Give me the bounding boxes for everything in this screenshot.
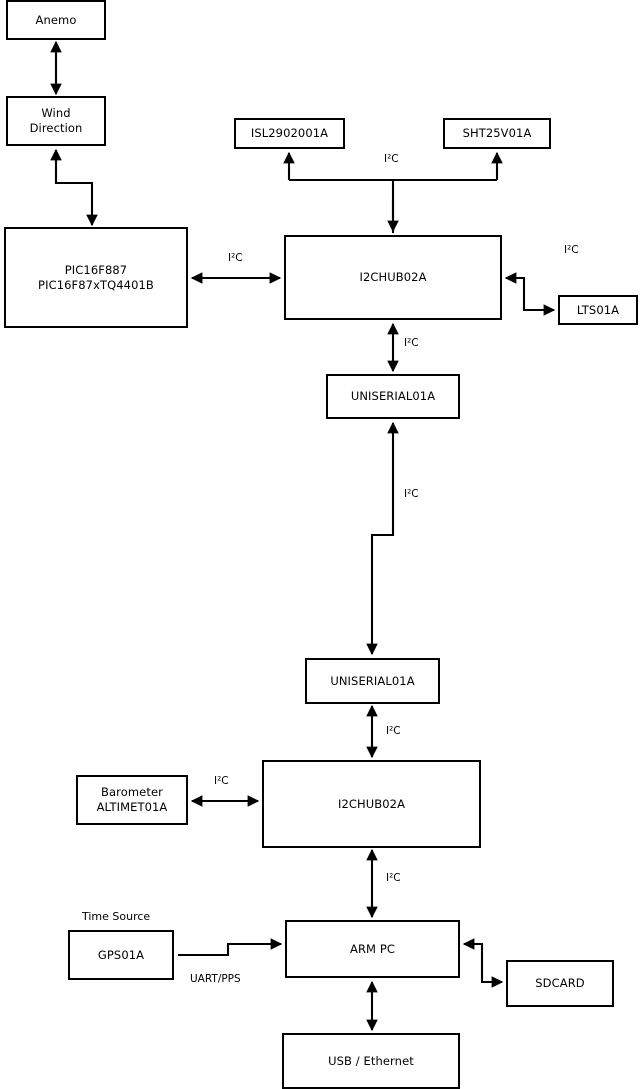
node-barometer-altimet01a-label: Barometer ALTIMET01A [96,785,168,814]
node-usb-ethernet-label: USB / Ethernet [328,1053,414,1068]
node-wind-direction[interactable]: Wind Direction [6,96,106,146]
node-usb-ethernet[interactable]: USB / Ethernet [282,1033,460,1089]
node-anemo-label: Anemo [35,12,77,27]
node-sht25v01a-label: SHT25V01A [462,126,532,141]
edge-label-i2chub-to-uniserial: I²C [404,337,419,349]
node-isl2902001a-label: ISL2902001A [250,126,329,141]
node-lts01a-label: LTS01A [576,302,620,317]
node-sdcard[interactable]: SDCARD [506,960,614,1007]
node-isl2902001a[interactable]: ISL2902001A [234,118,345,149]
wire-i2chubtop-lts [504,272,556,316]
node-sht25v01a[interactable]: SHT25V01A [443,118,551,149]
label-time-source: Time Source [82,910,151,923]
node-pic-microcontroller[interactable]: PIC16F887 PIC16F87xTQ4401B [4,227,188,328]
node-i2chub02a-bottom[interactable]: I2CHUB02A [262,760,481,848]
edge-label-i2chub-to-sensors: I²C [384,153,399,165]
node-i2chub02a-bottom-label: I2CHUB02A [337,796,406,811]
node-wind-direction-label: Wind Direction [29,106,83,135]
node-sdcard-label: SDCARD [535,976,585,991]
node-arm-pc[interactable]: ARM PC [285,920,460,978]
edge-label-gps-to-armpc: UART/PPS [190,973,241,985]
edge-label-pic-to-i2chub: I²C [228,252,243,264]
node-uniserial01a-top-label: UNISERIAL01A [350,389,436,404]
edge-label-uniserial-link: I²C [404,488,419,500]
wire-armpc-sdcard [462,938,504,988]
node-i2chub02a-top-label: I2CHUB02A [359,270,427,285]
edge-label-barometer-to-i2chub: I²C [214,775,229,787]
node-uniserial01a-top[interactable]: UNISERIAL01A [326,374,460,419]
node-lts01a[interactable]: LTS01A [558,295,638,325]
node-barometer-altimet01a[interactable]: Barometer ALTIMET01A [76,775,188,825]
edge-label-i2chub-to-lts: I²C [564,244,579,256]
edge-label-i2chub-to-armpc: I²C [386,872,401,884]
node-pic-microcontroller-label: PIC16F887 PIC16F87xTQ4401B [38,262,154,292]
edge-label-uniserial-to-i2chub-bottom: I²C [386,725,401,737]
node-gps01a[interactable]: GPS01A [68,930,174,980]
wire-uniserial-link [366,421,399,656]
node-uniserial01a-bottom[interactable]: UNISERIAL01A [305,658,440,704]
node-i2chub02a-top[interactable]: I2CHUB02A [284,235,502,320]
node-gps01a-label: GPS01A [97,947,145,962]
node-uniserial01a-bottom-label: UNISERIAL01A [330,673,415,688]
wire-gps-armpc [178,938,283,957]
node-arm-pc-label: ARM PC [350,941,395,956]
wire-pic-winddirection [50,148,98,227]
node-anemo[interactable]: Anemo [6,0,106,40]
